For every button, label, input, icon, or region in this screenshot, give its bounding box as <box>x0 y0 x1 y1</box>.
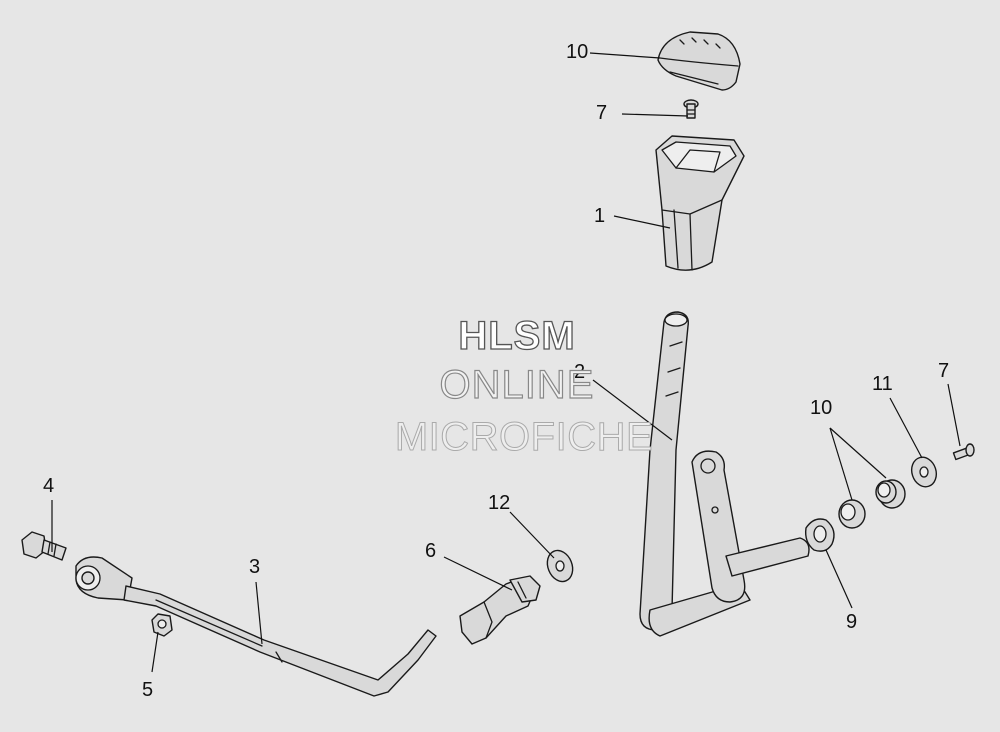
part-7-screw-top <box>683 99 699 119</box>
part-1-handle-body <box>655 135 745 271</box>
callout-7-right: 7 <box>938 360 949 382</box>
callout-10: 10 <box>810 397 832 419</box>
leader-9 <box>825 549 853 609</box>
part-11-washer <box>910 456 938 488</box>
callout-9: 9 <box>846 611 857 633</box>
callout-labels: 10 7 1 2 3 4 5 6 12 10 11 7 9 <box>43 41 949 701</box>
leader-lines <box>51 52 961 673</box>
watermark-line2: ONLINE <box>440 363 595 407</box>
part-4-bolt <box>21 531 67 561</box>
part-2-shift-lever <box>639 311 810 637</box>
part-7-screw-right <box>952 443 975 461</box>
leader-12 <box>509 511 555 559</box>
watermark: HLSM ONLINE MICROFICHE <box>394 313 653 459</box>
part-3-shift-rod <box>75 556 437 697</box>
leader-6 <box>443 556 513 591</box>
callout-7-top: 7 <box>596 102 607 124</box>
callout-6: 6 <box>425 540 436 562</box>
part-10-bushing-b <box>875 479 906 509</box>
callout-11: 11 <box>872 373 893 395</box>
callout-4: 4 <box>43 475 54 497</box>
leader-10b <box>829 427 853 501</box>
part-9-clip <box>804 518 835 552</box>
part-10-bushing-a <box>838 499 866 529</box>
callout-1: 1 <box>594 205 605 227</box>
leader-7-right <box>947 383 961 447</box>
leader-11 <box>889 397 923 459</box>
part-6-cable-connector <box>459 575 541 645</box>
leader-1 <box>613 215 671 229</box>
leader-8 <box>589 52 661 59</box>
callout-2: 2 <box>574 361 585 383</box>
part-8-knob-cap <box>657 31 741 91</box>
leader-7-top <box>621 113 689 117</box>
callout-3: 3 <box>249 556 260 578</box>
watermark-line3: MICROFICHE <box>395 415 653 459</box>
leader-10a <box>829 427 887 479</box>
watermark-line1: HLSM <box>458 314 575 358</box>
callout-5: 5 <box>142 679 153 701</box>
leader-5 <box>151 631 159 673</box>
leader-2 <box>592 379 673 441</box>
callout-8: 10 <box>566 41 588 63</box>
callout-12: 12 <box>488 492 510 514</box>
part-5-nut <box>151 613 173 637</box>
leader-3 <box>255 581 263 645</box>
